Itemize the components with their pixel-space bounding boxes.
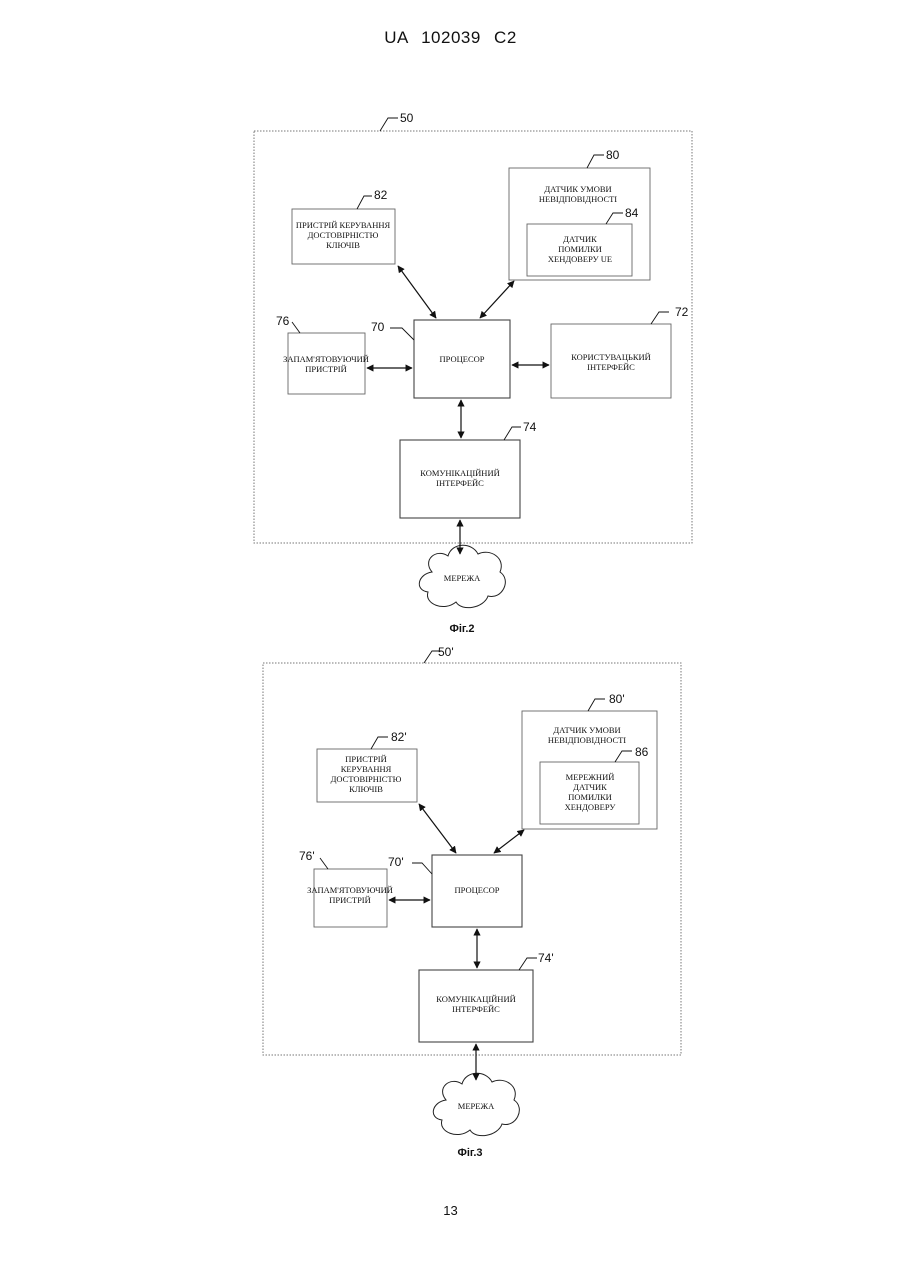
figure-2-caption: Фіг.2 <box>449 623 474 635</box>
figure-3: 50' 80' ДАТЧИК УМОВИ НЕВІДПОВІДНОСТІ 86 … <box>263 645 681 1159</box>
memory-ref-leader-3 <box>320 858 328 869</box>
handover-sensor-label-1: ДАТЧИК <box>563 234 597 244</box>
network-label: МЕРЕЖА <box>444 573 481 583</box>
arrow-key-manager-processor <box>398 266 436 318</box>
nonconformity-ref-3: 80' <box>609 692 625 706</box>
network-sensor-label-4: ХЕНДОВЕРУ <box>565 802 617 812</box>
comm-ref-3: 74' <box>538 951 554 965</box>
nonconformity-label-2: НЕВІДПОВІДНОСТІ <box>539 194 617 204</box>
key-manager-ref: 82 <box>374 188 388 202</box>
network-sensor-label-1: МЕРЕЖНИЙ <box>566 772 615 782</box>
memory-ref-3: 76' <box>299 849 315 863</box>
key-manager-label-3c: ДОСТОВІРНІСТЮ <box>331 774 402 784</box>
comm-ref-leader <box>504 427 521 440</box>
nonconformity-ref-leader-3 <box>588 699 605 711</box>
network-label-3: МЕРЕЖА <box>458 1101 495 1111</box>
key-manager-ref-leader-3 <box>371 737 388 749</box>
key-manager-label-3: КЛЮЧІВ <box>326 240 360 250</box>
nonconformity-label-3a: ДАТЧИК УМОВИ <box>553 725 620 735</box>
network-sensor-label-3: ПОМИЛКИ <box>568 792 612 802</box>
processor-ref-leader-3 <box>412 863 432 874</box>
processor-ref: 70 <box>371 320 385 334</box>
user-interface-label-1: КОРИСТУВАЦЬКИЙ <box>571 352 651 362</box>
nonconformity-ref: 80 <box>606 148 620 162</box>
user-interface-label-2: ІНТЕРФЕЙС <box>587 362 635 372</box>
key-manager-ref-3: 82' <box>391 730 407 744</box>
nonconformity-label-3b: НЕВІДПОВІДНОСТІ <box>548 735 626 745</box>
handover-sensor-label-3: ХЕНДОВЕРУ UE <box>548 254 612 264</box>
device-ref-3: 50' <box>438 645 454 659</box>
user-interface-ref: 72 <box>675 305 689 319</box>
processor-label: ПРОЦЕСОР <box>440 354 485 364</box>
memory-ref: 76 <box>276 314 290 328</box>
comm-label-3a: КОМУНІКАЦІЙНИЙ <box>436 994 515 1004</box>
comm-label-1: КОМУНІКАЦІЙНИЙ <box>420 468 499 478</box>
comm-label-2: ІНТЕРФЕЙС <box>436 478 484 488</box>
handover-sensor-label-2: ПОМИЛКИ <box>558 244 602 254</box>
arrow-processor-nonconformity-3 <box>494 830 524 853</box>
device-ref: 50 <box>400 111 414 125</box>
arrow-key-manager-processor-3 <box>419 804 456 853</box>
memory-label-3a: ЗАПАМ'ЯТОВУЮЧИЙ <box>307 885 393 895</box>
nonconformity-label-1: ДАТЧИК УМОВИ <box>544 184 611 194</box>
network-sensor-ref: 86 <box>635 745 649 759</box>
key-manager-label-3b: КЕРУВАННЯ <box>341 764 392 774</box>
device-ref-leader <box>380 118 398 131</box>
key-manager-label-3a: ПРИСТРІЙ <box>345 754 387 764</box>
processor-ref-leader <box>390 328 414 340</box>
memory-label-1: ЗАПАМ'ЯТОВУЮЧИЙ <box>283 354 369 364</box>
nonconformity-ref-leader <box>587 155 604 168</box>
processor-ref-3: 70' <box>388 855 404 869</box>
key-manager-label-1: ПРИСТРІЙ КЕРУВАННЯ <box>296 220 391 230</box>
page-number: 13 <box>0 1203 901 1218</box>
user-interface-ref-leader <box>651 312 669 324</box>
key-manager-label-3d: КЛЮЧІВ <box>349 784 383 794</box>
key-manager-label-2: ДОСТОВІРНІСТЮ <box>308 230 379 240</box>
memory-ref-leader <box>292 322 300 333</box>
processor-label-3: ПРОЦЕСОР <box>455 885 500 895</box>
memory-label-2: ПРИСТРІЙ <box>305 364 347 374</box>
handover-sensor-ref: 84 <box>625 206 639 220</box>
figure-2: 50 80 ДАТЧИК УМОВИ НЕВІДПОВІДНОСТІ 84 ДА… <box>254 111 692 635</box>
arrow-processor-nonconformity <box>480 281 514 318</box>
figure-3-caption: Фіг.3 <box>457 1147 482 1159</box>
comm-ref: 74 <box>523 420 537 434</box>
network-sensor-label-2: ДАТЧИК <box>573 782 607 792</box>
comm-ref-leader-3 <box>519 958 537 970</box>
memory-label-3b: ПРИСТРІЙ <box>329 895 371 905</box>
comm-label-3b: ІНТЕРФЕЙС <box>452 1004 500 1014</box>
key-manager-ref-leader <box>357 196 372 209</box>
